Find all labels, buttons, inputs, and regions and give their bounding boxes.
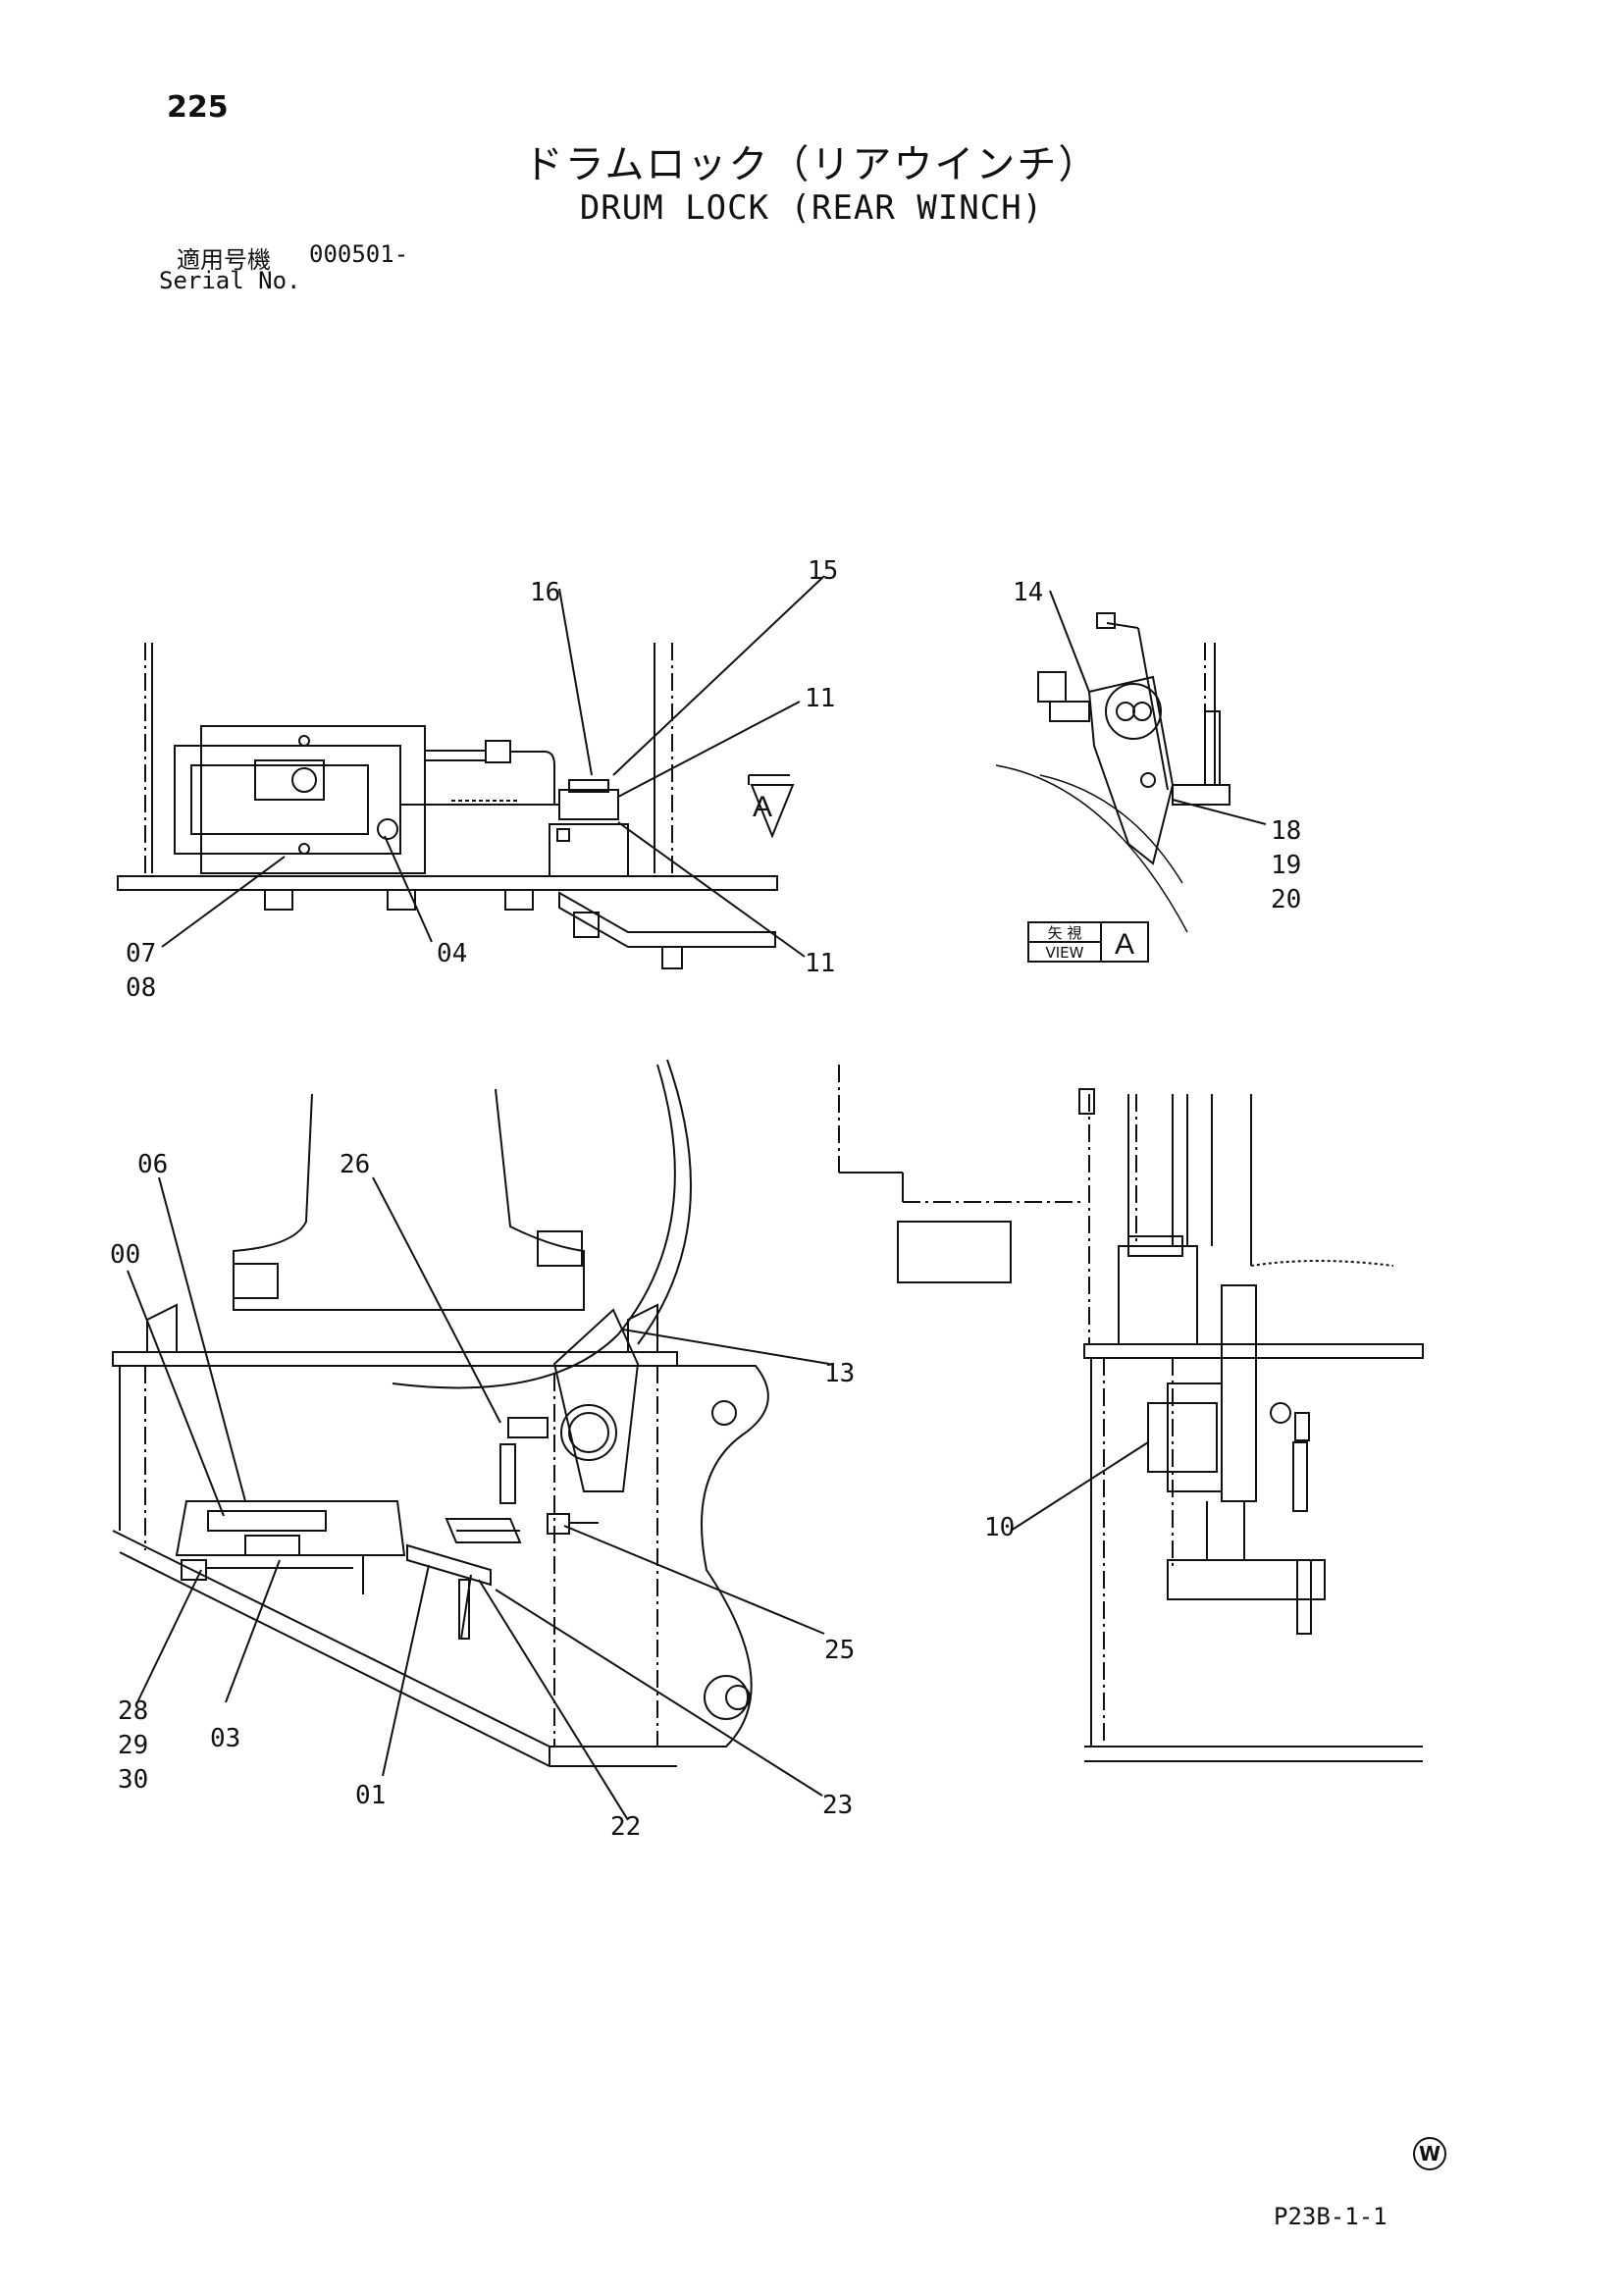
callout-13: 13 xyxy=(824,1359,855,1388)
title-english: DRUM LOCK (REAR WINCH) xyxy=(579,188,1044,228)
main-assembly-view xyxy=(112,1059,830,1821)
callout-01: 01 xyxy=(355,1781,386,1810)
callout-20: 20 xyxy=(1271,885,1301,914)
top-left-assembly-view xyxy=(117,575,825,969)
page-number: 225 xyxy=(167,90,229,125)
view-arrow-letter: A xyxy=(753,791,772,823)
callout-04: 04 xyxy=(437,939,467,968)
callout-15: 15 xyxy=(808,556,838,586)
callout-29: 29 xyxy=(118,1731,148,1760)
callout-18: 18 xyxy=(1271,816,1301,846)
callout-00: 00 xyxy=(110,1240,140,1270)
w-circle-symbol: W xyxy=(1413,2137,1446,2170)
callout-23: 23 xyxy=(822,1791,853,1820)
callout-08: 08 xyxy=(126,973,156,1003)
view-box-japanese: 矢 視 xyxy=(1048,924,1082,942)
callout-03: 03 xyxy=(210,1724,240,1753)
view-box-letter: A xyxy=(1115,928,1134,961)
callout-06: 06 xyxy=(137,1150,168,1179)
callout-11-lower: 11 xyxy=(805,949,835,978)
callout-25: 25 xyxy=(824,1636,855,1665)
callout-07: 07 xyxy=(126,939,156,968)
serial-number-value: 000501- xyxy=(309,240,409,268)
view-a-detail xyxy=(995,590,1267,963)
callout-26: 26 xyxy=(340,1150,370,1179)
page-reference: P23B-1-1 xyxy=(1274,2203,1387,2230)
callout-30: 30 xyxy=(118,1765,148,1795)
callout-28: 28 xyxy=(118,1696,148,1726)
callout-19: 19 xyxy=(1271,851,1301,880)
callout-14: 14 xyxy=(1013,578,1043,607)
serial-label-japanese: 適用号機 xyxy=(177,246,271,274)
callout-16: 16 xyxy=(530,578,560,607)
callout-10: 10 xyxy=(984,1513,1015,1542)
serial-label-english: Serial No. xyxy=(159,267,301,294)
title-japanese: ドラムロック（リアウインチ） xyxy=(523,142,1100,187)
view-box-english: VIEW xyxy=(1046,944,1084,962)
side-assembly-view xyxy=(838,1065,1424,1762)
callout-11-upper: 11 xyxy=(805,684,835,713)
callout-22: 22 xyxy=(610,1812,641,1842)
